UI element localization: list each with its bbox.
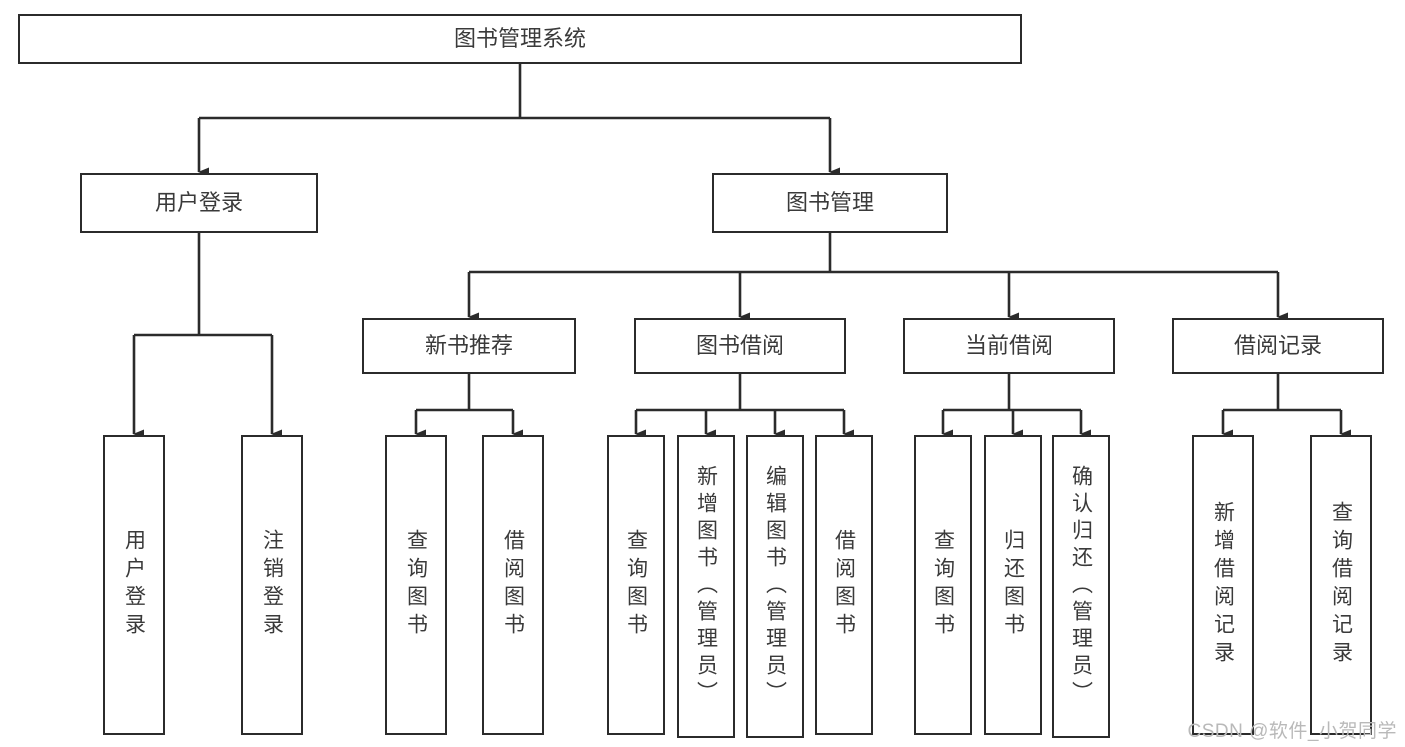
node-book-borrowing[interactable]: 图书借阅 xyxy=(634,318,846,374)
node-new-book-recommendation[interactable]: 新书推荐 xyxy=(362,318,576,374)
node-label: 借阅图书 xyxy=(832,529,856,641)
node-borrowing-record[interactable]: 借阅记录 xyxy=(1172,318,1384,374)
node-leaf-borrow-book-b[interactable]: 借阅图书 xyxy=(815,435,873,735)
node-label: 新增图书（管理员） xyxy=(694,465,718,708)
node-label: 借阅记录 xyxy=(1233,332,1322,358)
node-leaf-query-book-c[interactable]: 查询图书 xyxy=(914,435,972,735)
node-label: 图书管理系统 xyxy=(453,25,586,51)
node-label: 编辑图书（管理员） xyxy=(763,465,787,708)
node-label: 借阅图书 xyxy=(501,529,525,641)
node-leaf-edit-book[interactable]: 编辑图书（管理员） xyxy=(746,435,804,738)
node-leaf-borrow-book-a[interactable]: 借阅图书 xyxy=(482,435,544,735)
node-label: 用户登录 xyxy=(154,189,243,215)
node-leaf-user-login[interactable]: 用户登录 xyxy=(103,435,165,735)
node-label: 注销登录 xyxy=(260,529,284,641)
node-book-management[interactable]: 图书管理 xyxy=(712,173,948,233)
node-label: 新书推荐 xyxy=(424,332,513,358)
node-leaf-add-borrow-record[interactable]: 新增借阅记录 xyxy=(1192,435,1254,735)
node-label: 查询图书 xyxy=(931,529,955,641)
node-label: 新增借阅记录 xyxy=(1211,501,1235,669)
node-label: 当前借阅 xyxy=(964,332,1053,358)
node-leaf-query-borrow-record[interactable]: 查询借阅记录 xyxy=(1310,435,1372,735)
watermark: CSDN @软件_小贺同学 xyxy=(1187,721,1397,742)
node-label: 归还图书 xyxy=(1001,529,1025,641)
node-leaf-query-book-b[interactable]: 查询图书 xyxy=(607,435,665,735)
node-leaf-return-book[interactable]: 归还图书 xyxy=(984,435,1042,735)
node-leaf-query-book-a[interactable]: 查询图书 xyxy=(385,435,447,735)
node-label: 查询借阅记录 xyxy=(1329,501,1353,669)
node-label: 确认归还（管理员） xyxy=(1069,465,1093,708)
node-label: 查询图书 xyxy=(404,529,428,641)
node-label: 图书借阅 xyxy=(695,332,784,358)
node-label: 用户登录 xyxy=(122,529,146,641)
node-leaf-add-book[interactable]: 新增图书（管理员） xyxy=(677,435,735,738)
node-leaf-logout[interactable]: 注销登录 xyxy=(241,435,303,735)
node-label: 查询图书 xyxy=(624,529,648,641)
node-label: 图书管理 xyxy=(785,189,874,215)
node-leaf-confirm-return[interactable]: 确认归还（管理员） xyxy=(1052,435,1110,738)
node-current-borrowing[interactable]: 当前借阅 xyxy=(903,318,1115,374)
node-user-login[interactable]: 用户登录 xyxy=(80,173,318,233)
node-root[interactable]: 图书管理系统 xyxy=(18,14,1022,64)
